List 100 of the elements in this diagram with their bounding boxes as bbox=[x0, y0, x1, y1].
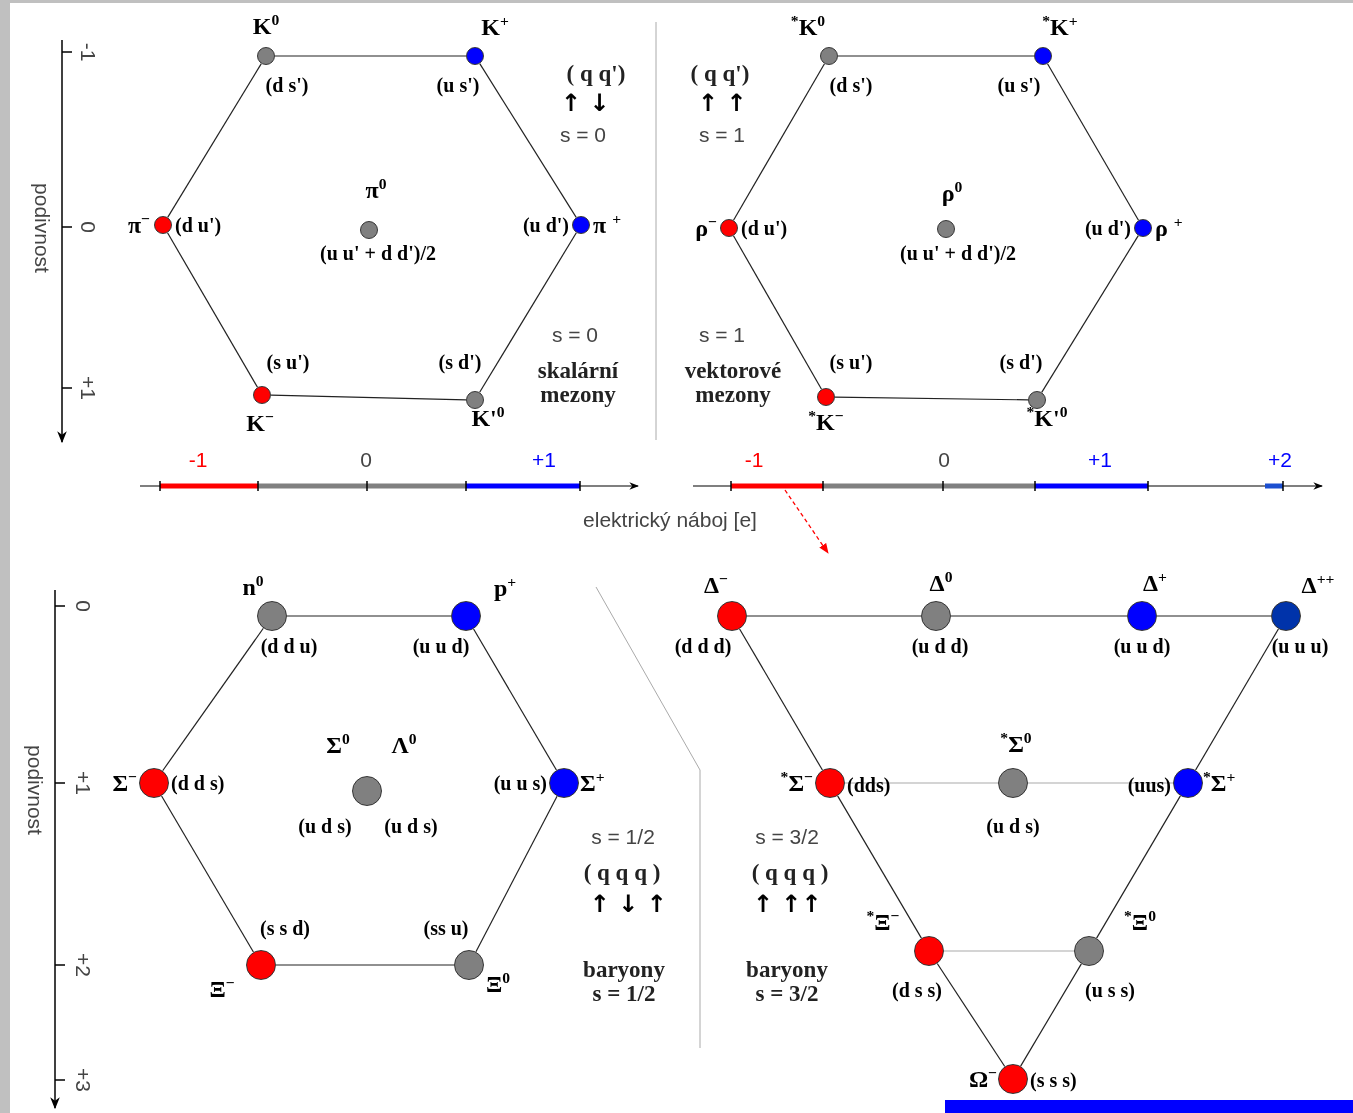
connecting-line bbox=[270, 394, 467, 401]
connecting-line bbox=[1096, 795, 1181, 939]
spin-arrows: ↑ ↑ bbox=[697, 91, 747, 117]
particle-symbol: Σ$^{−}$ bbox=[112, 771, 137, 795]
particle-symbol: Δ$^{+}$ bbox=[1143, 571, 1167, 595]
quark-content: (d d u) bbox=[260, 636, 318, 656]
connecting-line bbox=[1020, 963, 1082, 1067]
spin-value: s = 3/2 bbox=[755, 826, 819, 848]
particle-symbol: $^{*}$K$^{−}$ bbox=[808, 410, 844, 434]
quark-content: (u d s) bbox=[986, 816, 1040, 836]
connecting-line bbox=[286, 615, 452, 617]
particle-symbol: Δ$^{0}$ bbox=[929, 571, 953, 595]
axis-tick-label: 0 bbox=[360, 449, 372, 471]
connecting-line bbox=[837, 795, 922, 939]
quark-content: (s d') bbox=[999, 352, 1043, 372]
particle-symbol: K'$^{0}$ bbox=[471, 406, 505, 430]
quark-content: (u u s) bbox=[493, 773, 547, 793]
particle-symbol: ρ$^{−}$ bbox=[695, 216, 717, 240]
connecting-line bbox=[275, 964, 455, 966]
quark-content: (s u') bbox=[829, 352, 873, 372]
connecting-line bbox=[1041, 235, 1139, 393]
axis-tick-label: +2 bbox=[1268, 449, 1292, 471]
connecting-line bbox=[475, 795, 558, 953]
particle-symbol: $^{*}$Σ$^{+}$ bbox=[1203, 771, 1236, 795]
connecting-line bbox=[936, 962, 1006, 1068]
connecting-line bbox=[1027, 782, 1174, 784]
particle-symbol: Δ$^{++}$ bbox=[1301, 573, 1335, 597]
axis-tick-label: 0 bbox=[938, 449, 950, 471]
connecting-line bbox=[1046, 63, 1140, 221]
spin-arrows: ↑ ↑↑ bbox=[752, 892, 822, 918]
quark-content: (s s s) bbox=[1030, 1070, 1077, 1090]
connecting-line bbox=[162, 627, 264, 772]
axis-tick-label: -1 bbox=[188, 449, 208, 471]
axis-tick-label: 0 bbox=[72, 600, 94, 612]
group-title: skalární mezony bbox=[536, 358, 620, 408]
connecting-line bbox=[732, 235, 823, 390]
axis-tick-label: +1 bbox=[77, 376, 99, 400]
particle-symbol: $^{*}$Σ$^{−}$ bbox=[780, 771, 813, 795]
particle-symbol: π $^{+}$ bbox=[593, 213, 622, 237]
axis-tick-label: +1 bbox=[1088, 449, 1112, 471]
connecting-line bbox=[161, 795, 254, 953]
particle-symbol: K$^{−}$ bbox=[246, 411, 274, 435]
quark-content: (u d s) bbox=[298, 816, 352, 836]
particle-symbol: Λ$^{0}$ bbox=[391, 733, 417, 757]
quark-content: (d u') bbox=[175, 215, 222, 235]
quark-triplet: ( q q q ) bbox=[751, 860, 829, 886]
quark-content: (dds) bbox=[847, 775, 891, 795]
connecting-line bbox=[1195, 628, 1279, 771]
connecting-line bbox=[837, 55, 1035, 57]
quark-content: (d d d) bbox=[674, 636, 732, 656]
quark-content: (u d s) bbox=[384, 816, 438, 836]
axis-title: podivnost bbox=[24, 745, 46, 835]
connecting-line bbox=[479, 232, 577, 393]
quark-content: (s s d) bbox=[260, 918, 310, 938]
axis-tick-label: 0 bbox=[77, 221, 99, 233]
axis-tick-label: +1 bbox=[532, 449, 556, 471]
particle-symbol: p$^{+}$ bbox=[493, 576, 517, 600]
group-title: baryony s = 3/2 bbox=[745, 957, 829, 1007]
spin-value: s = 1/2 bbox=[591, 826, 655, 848]
particle-symbol: ρ $^{+}$ bbox=[1155, 216, 1183, 240]
quark-content: (u s') bbox=[436, 75, 480, 95]
axis-tick-label: -1 bbox=[744, 449, 764, 471]
spin-value: s = 0 bbox=[559, 124, 607, 146]
group-title: baryony s = 1/2 bbox=[582, 957, 666, 1007]
connecting-line bbox=[844, 782, 999, 784]
quark-content: (u d') bbox=[1084, 218, 1131, 238]
quark-content: (u d d) bbox=[911, 636, 969, 656]
particle-symbol: $^{*}$K'$^{0}$ bbox=[1026, 406, 1068, 430]
connecting-line bbox=[746, 615, 922, 617]
particle-symbol: Ξ$^{0}$ bbox=[485, 972, 511, 996]
axis-tick-label: +1 bbox=[72, 771, 94, 795]
particle-symbol: K$^{0}$ bbox=[252, 14, 280, 38]
quark-content: (u d') bbox=[522, 215, 569, 235]
connecting-line bbox=[834, 396, 1029, 401]
quark-content: (u s') bbox=[997, 75, 1041, 95]
particle-symbol: Ω$^{−}$ bbox=[968, 1067, 997, 1091]
quark-triplet: ( q q q ) bbox=[583, 860, 661, 886]
quark-pair: ( q q') bbox=[690, 61, 750, 87]
quark-content: (u u d) bbox=[1113, 636, 1171, 656]
axis-title: podivnost bbox=[31, 183, 53, 273]
connecting-line bbox=[274, 55, 467, 57]
particle-symbol: n$^{0}$ bbox=[242, 575, 264, 599]
quark-content: (d s') bbox=[265, 75, 309, 95]
axis-tick-label: +3 bbox=[72, 1068, 94, 1092]
quark-content: (d d s) bbox=[171, 773, 225, 793]
connecting-line bbox=[739, 628, 823, 771]
connecting-line bbox=[166, 232, 259, 388]
particle-symbol: $^{*}$Σ$^{0}$ bbox=[1000, 732, 1032, 756]
particle-symbol: $^{*}$K$^{+}$ bbox=[1042, 15, 1078, 39]
quark-content: (u u d) bbox=[412, 636, 470, 656]
connecting-line bbox=[479, 63, 577, 218]
spin-value: s = 1 bbox=[698, 324, 746, 346]
quark-content: (s d') bbox=[438, 352, 482, 372]
connecting-line bbox=[167, 63, 262, 218]
axis-title: elektrický náboj [e] bbox=[583, 509, 757, 531]
particle-symbol: Δ$^{−}$ bbox=[704, 573, 728, 597]
particle-symbol: K$^{+}$ bbox=[481, 15, 509, 39]
axis-tick-label: +2 bbox=[72, 953, 94, 977]
quark-content: (u s s) bbox=[1085, 980, 1135, 1000]
connecting-line bbox=[732, 63, 826, 221]
